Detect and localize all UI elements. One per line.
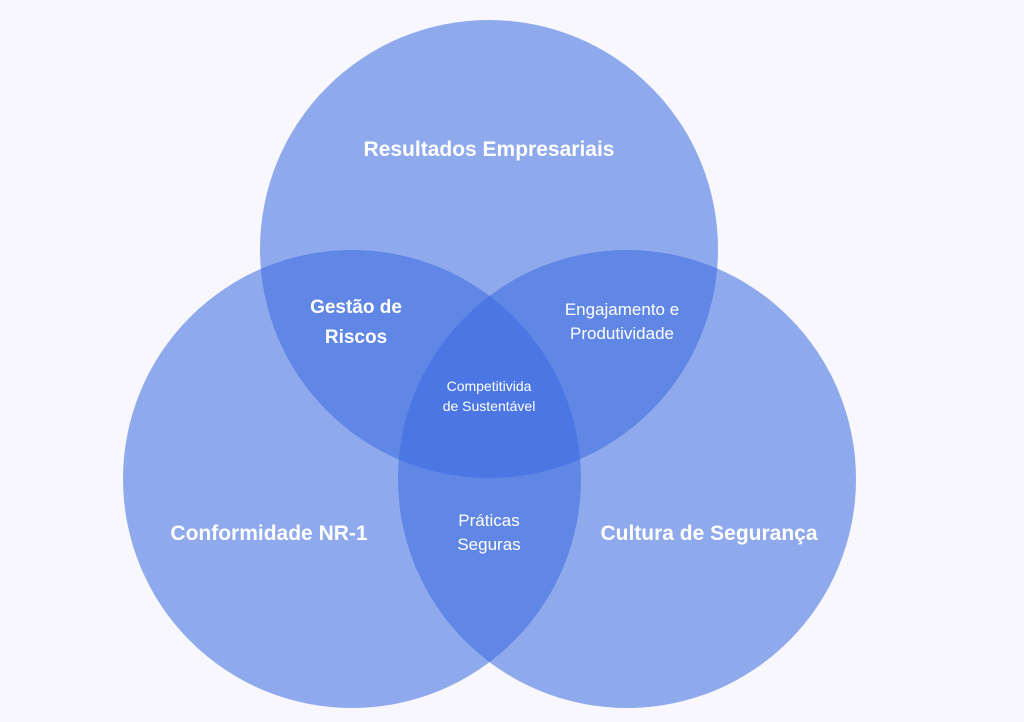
- label-top-right-line-1: Engajamento e: [564, 300, 680, 319]
- circle-right: [398, 250, 856, 708]
- label-top-text: Resultados Empresariais: [363, 138, 615, 161]
- label-top-left-line-2: Riscos: [324, 327, 388, 348]
- label-top-set: Resultados Empresariais: [364, 138, 615, 162]
- label-left-text: Conformidade NR-1: [170, 522, 368, 545]
- label-top-left-intersection: Gestão de Riscos: [310, 293, 402, 353]
- label-center-line-2: de Sustentável: [442, 398, 536, 414]
- label-right-set: Cultura de Segurança: [600, 522, 817, 546]
- label-left-right-line-2: Seguras: [457, 535, 521, 554]
- label-left-right-intersection: Práticas Seguras: [457, 509, 520, 557]
- label-left-right-line-1: Práticas: [458, 511, 520, 530]
- label-top-right-intersection: Engajamento e Produtividade: [565, 298, 679, 346]
- label-top-right-line-2: Produtividade: [570, 324, 674, 343]
- label-center-intersection: Competitivida de Sustentável: [443, 376, 536, 416]
- label-top-left-line-1: Gestão de: [310, 297, 402, 318]
- label-right-text: Cultura de Segurança: [600, 522, 818, 545]
- label-left-set: Conformidade NR-1: [170, 522, 367, 546]
- label-center-line-1: Competitivida: [446, 378, 532, 394]
